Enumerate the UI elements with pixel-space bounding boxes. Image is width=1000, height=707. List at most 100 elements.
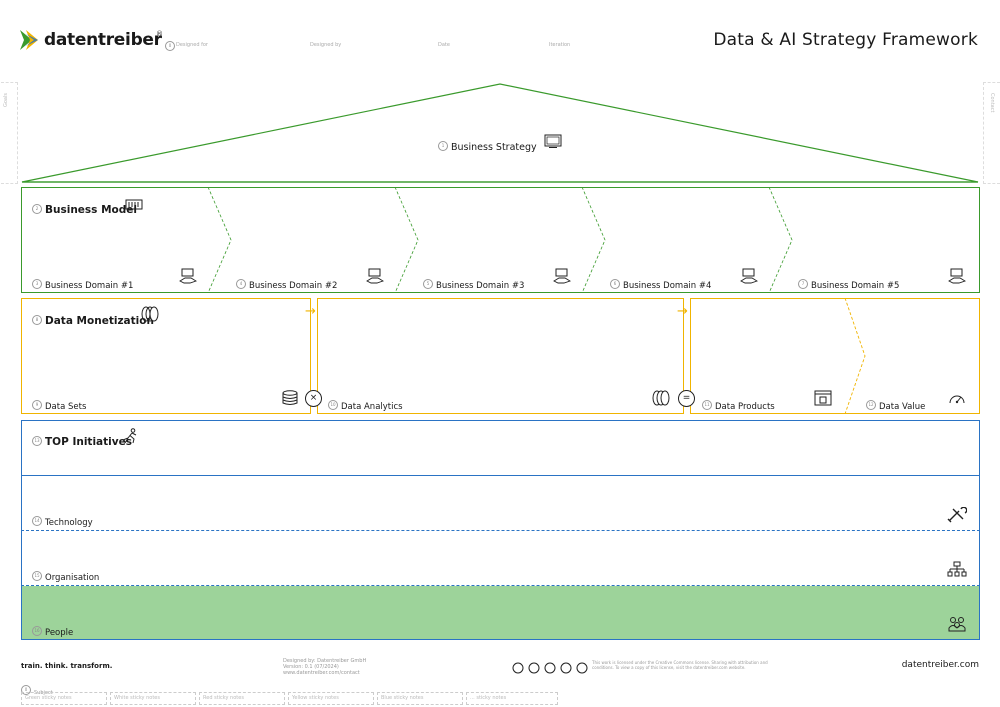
laptop-hand-icon [948,268,966,284]
business-model-num: 2 [32,203,42,214]
equals-operator: = [678,390,695,407]
page-title: Data & AI Strategy Framework [713,30,978,50]
cc-license-icons[interactable] [512,659,592,674]
meta-designed-for[interactable]: Designed for [176,42,208,48]
data-products-num: 11 [702,399,712,410]
sticky-note-legend: White sticky notes [110,692,196,705]
sticky-note-legend: Green sticky notes [21,692,107,705]
domain-num: 7 [798,278,808,289]
footer-website[interactable]: datentreiber.com [901,660,979,670]
people-num: 16 [32,625,42,636]
multiply-symbol: × [309,393,318,403]
organisation-label: Organisation [45,573,100,583]
business-strategy-roof [21,83,979,183]
sticky-note-legend: Yellow sticky notes [288,692,374,705]
meta-num: 0 [165,41,175,51]
organisation-num: 15 [32,570,42,581]
tools-icon [947,507,967,523]
meta-designed-by[interactable]: Designed by [310,42,342,48]
arrow-right-icon: → [305,304,316,319]
product-box-icon [814,390,832,406]
sticky-note-legend: ... sticky notes [466,692,558,705]
data-monetization-label: Data Monetization [45,315,154,327]
data-value-chevron [844,298,866,414]
arrow-right-icon: → [677,304,688,319]
laptop-hand-icon [740,268,758,284]
footer-address-line: Designed by: Datentreiber GmbH [283,658,367,664]
equals-symbol: = [682,393,691,403]
data-products-value-box [690,298,980,414]
domain-label: Business Domain #4 [623,281,712,291]
technology-divider [21,530,980,531]
people-label: People [45,628,74,638]
business-strategy-label: Business Strategy [451,142,537,153]
right-side-tab: Contact [983,82,1000,184]
data-sets-box [21,298,311,414]
data-sets-num: 9 [32,399,42,410]
domain-label: Business Domain #5 [811,281,900,291]
sticky-note-legend: Blue sticky notes [377,692,463,705]
domain-label: Business Domain #1 [45,281,134,291]
subject-field[interactable]: 0Subject [21,679,53,698]
footer-tagline: train. think. transform. [21,662,113,670]
data-value-num: 12 [866,399,876,410]
technology-label: Technology [45,518,93,528]
data-analytics-num: 10 [328,399,338,410]
people-row-fill [22,586,979,639]
domain-num: 4 [236,278,246,289]
domain-label: Business Domain #3 [436,281,525,291]
business-model-label: Business Model [45,204,137,216]
multiply-operator: × [305,390,322,407]
footer-address-line: www.datentreiber.com/contact [283,670,360,676]
top-initiatives-num: 13 [32,435,42,446]
meta-date[interactable]: Date [438,42,450,48]
logo-text: datentreiber [44,30,162,50]
sticky-note-legend: Red sticky notes [199,692,285,705]
runner-icon [122,428,137,444]
meta-iteration[interactable]: Iteration [549,42,571,48]
data-analytics-box [317,298,684,414]
top-initiatives-divider [21,475,980,476]
coins-icon [141,306,159,322]
data-analytics-label: Data Analytics [341,402,403,412]
domain-num: 5 [423,278,433,289]
org-chart-icon [947,561,967,577]
cc-icon [512,662,588,674]
license-text: This work is licensed under the Creative… [592,660,768,670]
subject-num: 0 [21,684,31,695]
data-monetization-num: 8 [32,314,42,325]
laptop-hand-icon [553,268,571,284]
business-model-chevrons [207,187,793,293]
domain-num: 3 [32,278,42,289]
right-side-label: Contact [989,93,995,113]
footer-address-line: Version: 0.1 (07/2024) [283,664,339,670]
data-sets-label: Data Sets [45,402,87,412]
domain-num: 6 [610,278,620,289]
technology-num: 14 [32,515,42,526]
business-strategy-num: 1 [438,140,448,151]
laptop-hand-icon [366,268,384,284]
top-initiatives-label: TOP Initiatives [45,436,132,448]
database-stack-icon [282,390,298,405]
monitor-icon [544,134,562,148]
subject-label: Subject [34,690,53,696]
server-icon [125,199,143,210]
laptop-hand-icon [179,268,197,284]
organisation-divider [21,585,980,586]
